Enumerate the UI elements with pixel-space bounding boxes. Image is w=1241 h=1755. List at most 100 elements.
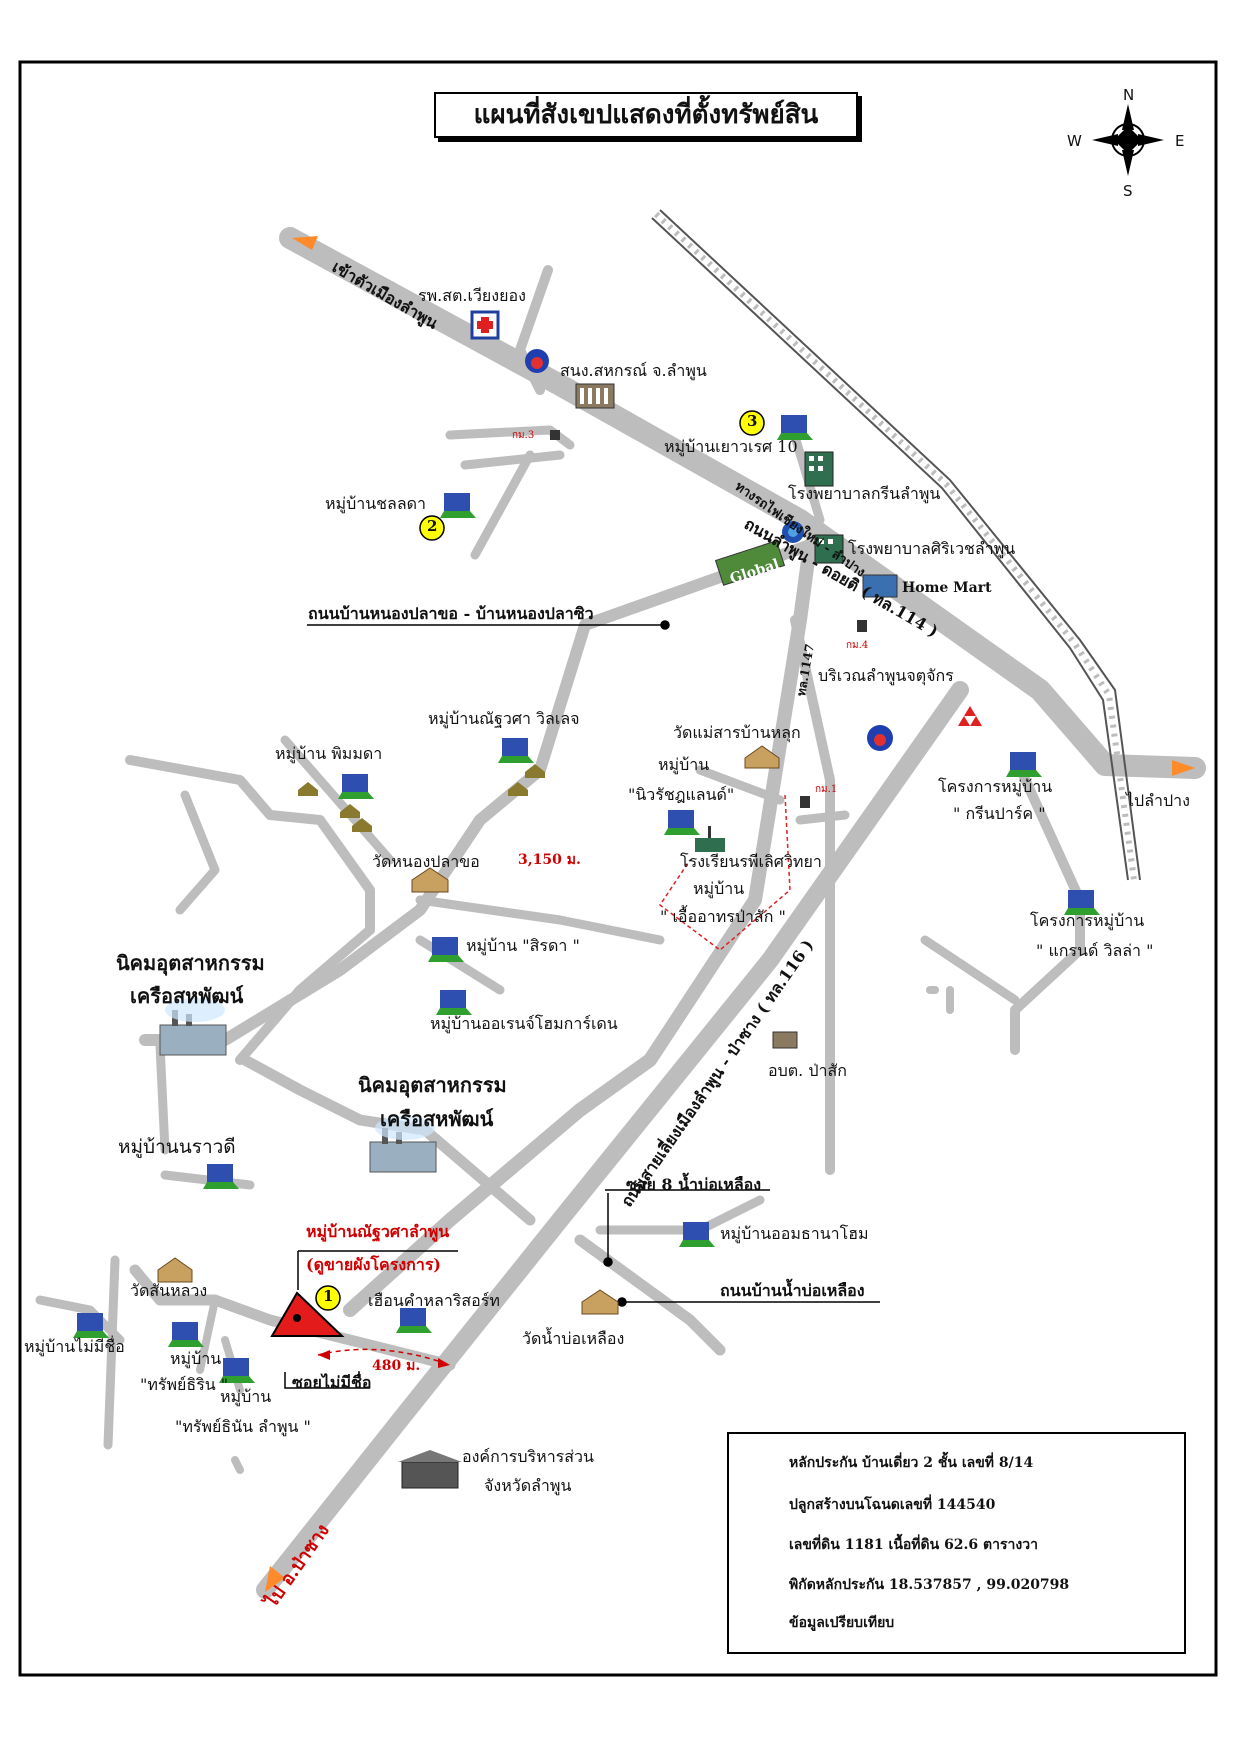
label-soi8: ซอย 8 น้ำบ่อเหลือง	[626, 1175, 762, 1194]
temple-icon	[157, 745, 780, 1315]
label-wat-nambor: วัดน้ำบ่อเหลือง	[522, 1329, 625, 1348]
label-coop: สนง.สหกรณ์ จ.ลำพูน	[560, 361, 707, 380]
arrow-to-pasang	[265, 1566, 285, 1592]
label-wat-sanluang: วัดสันหลวง	[130, 1281, 208, 1300]
label-subject-village[interactable]: หมู่บ้านณัฐวศาลำพูน	[306, 1222, 450, 1241]
school-icon	[695, 826, 725, 852]
label-hosp-sriwi: โรงพยาบาลศิริเวชลำพูน	[848, 539, 1016, 558]
label-village-om: หมู่บ้านออมธานาโฮม	[720, 1224, 869, 1243]
label-village-niwat-1: หมู่บ้าน	[658, 755, 710, 774]
label-km3: กม.3	[512, 430, 535, 441]
label-pao-1: องค์การบริหารส่วน	[462, 1447, 594, 1466]
map-title: แผนที่สังเขปแสดงที่ตั้งทรัพย์สิน	[434, 92, 858, 138]
compass-north: N	[1123, 86, 1135, 104]
gas-station-icon	[782, 521, 804, 543]
factory-icon	[159, 998, 227, 1056]
label-industrial-1-line2: เครือสหพัฒน์	[130, 984, 244, 1008]
label-village-pimmada: หมู่บ้าน พิมมดา	[275, 744, 383, 763]
label-project-grand-2: " แกรนด์ วิลล่า "	[1036, 941, 1154, 960]
label-village-sirada: หมู่บ้าน "สิรดา "	[466, 936, 580, 955]
km-post-icon	[550, 430, 867, 808]
label-distance-3150: 3,150 ม.	[518, 852, 581, 868]
label-village-uea-1: หมู่บ้าน	[693, 879, 745, 898]
arrow-to-lampang	[1172, 760, 1195, 776]
label-project-green-1: โครงการหมู่บ้าน	[938, 777, 1053, 796]
label-industrial-2-line1: นิคมอุตสาหกรรม	[358, 1073, 507, 1097]
map-icons	[73, 310, 1100, 1489]
compass-south: S	[1123, 182, 1133, 200]
label-subject-note: (ดูขายผังโครงการ)	[306, 1255, 441, 1274]
map-frame	[18, 60, 1218, 1677]
hospital-building-icon	[814, 534, 844, 564]
railway	[651, 209, 1141, 881]
label-village-narawadee: หมู่บ้านนราวดี	[118, 1136, 236, 1158]
label-homemart: Home Mart	[902, 580, 992, 596]
label-obt-pasak: อบต. ป่าสัก	[768, 1061, 847, 1080]
label-soi-no-name: ซอยไม่มีชื่อ	[292, 1373, 372, 1392]
label-resort: เฮือนคำหลาริสอร์ท	[368, 1291, 500, 1310]
callout-lines	[284, 620, 880, 1389]
label-project-green-2: " กรีนปาร์ค "	[953, 804, 1046, 823]
subject-property-marker[interactable]	[270, 1291, 345, 1337]
label-industrial-1-line1: นิคมอุตสาหกรรม	[116, 951, 265, 975]
label-project-grand-1: โครงการหมู่บ้าน	[1030, 911, 1145, 930]
label-hospital-ws: รพ.สต.เวียงยอง	[418, 286, 526, 305]
label-village-sap-1: หมู่บ้าน	[170, 1349, 222, 1368]
label-village-rujira: หมู่บ้านณัฐวศา วิลเลจ	[428, 709, 580, 728]
legend-collateral: หลักประกัน บ้านเดี่ยว 2 ชั้น เลขที่ 8/14	[789, 1455, 1034, 1471]
label-to-lampang: ไปลำปาง	[1126, 791, 1190, 810]
label-village10: หมู่บ้านเยาวเรศ 10	[664, 437, 798, 456]
label-hosp-green: โรงพยาบาลกรีนลำพูน	[788, 484, 941, 503]
label-village-niwat-2: "นิวรัชฎแลนด์"	[628, 785, 735, 804]
marker-2-label: 2	[427, 517, 438, 535]
compass-east: E	[1175, 132, 1185, 150]
label-pao-2: จังหวัดลำพูน	[484, 1476, 572, 1495]
label-village-sap-3: หมู่บ้าน	[220, 1387, 272, 1406]
label-school: โรงเรียนรพีเลิศวิทยา	[680, 852, 822, 871]
label-village-mai-mi-chue: หมู่บ้านไม่มีชื่อ	[24, 1337, 125, 1356]
house-icons	[298, 764, 545, 832]
marker-2[interactable]	[419, 515, 445, 541]
label-village-uea-2: " เอื้ออาทรป่าสัก "	[660, 907, 786, 926]
label-distance-480: 480 ม.	[372, 1358, 421, 1374]
government-building-icon	[575, 383, 615, 409]
arrow-to-city	[292, 236, 318, 250]
marker-3[interactable]	[739, 410, 765, 436]
label-village-sap-4: "ทรัพย์ธินัน ลำพูน "	[175, 1417, 311, 1436]
distance-480-arrow	[317, 1348, 451, 1366]
marker-1[interactable]	[315, 1285, 341, 1311]
legend-box: หลักประกัน บ้านเดี่ยว 2 ชั้น เลขที่ 8/14…	[727, 1432, 1186, 1654]
road-lamphun-doisaket	[279, 227, 1206, 779]
mitsubishi-icon	[958, 706, 982, 726]
road-network	[35, 227, 1206, 1599]
label-village-orange: หมู่บ้านออเรนจ์โฮมการ์เดน	[430, 1014, 618, 1033]
hospital-building-icon	[804, 451, 834, 487]
label-village-chol: หมู่บ้านชลลดา	[325, 494, 427, 513]
hospital-icon	[470, 310, 500, 340]
pao-building-icon	[398, 1450, 462, 1489]
label-wat-maesan: วัดแม่สารบ้านหลุก	[673, 723, 801, 742]
homemart-icon	[862, 574, 898, 598]
legend-land-area: เลขที่ดิน 1181 เนื้อที่ดิน 62.6 ตารางวา	[789, 1537, 1038, 1553]
label-wat-nongpla: วัดหนองปลาขอ	[372, 852, 480, 871]
label-industrial-2-line2: เครือสหพัฒน์	[380, 1107, 494, 1131]
marker-1-label: 1	[323, 1287, 334, 1305]
factory-icon	[369, 1116, 437, 1173]
label-km4: กม.4	[846, 640, 869, 651]
marker-3-label: 3	[747, 412, 758, 430]
land-outline-ueaarthorn	[658, 794, 791, 951]
legend-comparison: ข้อมูลเปรียบเทียบ	[789, 1615, 895, 1631]
village-icon	[73, 415, 1100, 1383]
gas-station-icon	[525, 349, 549, 373]
legend-deed: ปลูกสร้างบนโฉนดเลขที่ 144540	[789, 1497, 996, 1513]
label-road-nambor: ถนนบ้านน้ำบ่อเหลือง	[720, 1281, 865, 1300]
compass	[1092, 104, 1164, 176]
legend-coordinates: พิกัดหลักประกัน 18.537857 , 99.020798	[789, 1577, 1070, 1593]
direction-arrows	[265, 236, 1195, 1592]
gas-station-icon	[867, 725, 893, 751]
global-store-icon	[714, 540, 786, 586]
label-road-nongpla: ถนนบ้านหนองปลาขอ - บ้านหนองปลาซิว	[308, 604, 594, 623]
compass-west: W	[1067, 132, 1082, 150]
label-area-jakkri: บริเวณลำพูนจตุจักร	[818, 666, 954, 685]
